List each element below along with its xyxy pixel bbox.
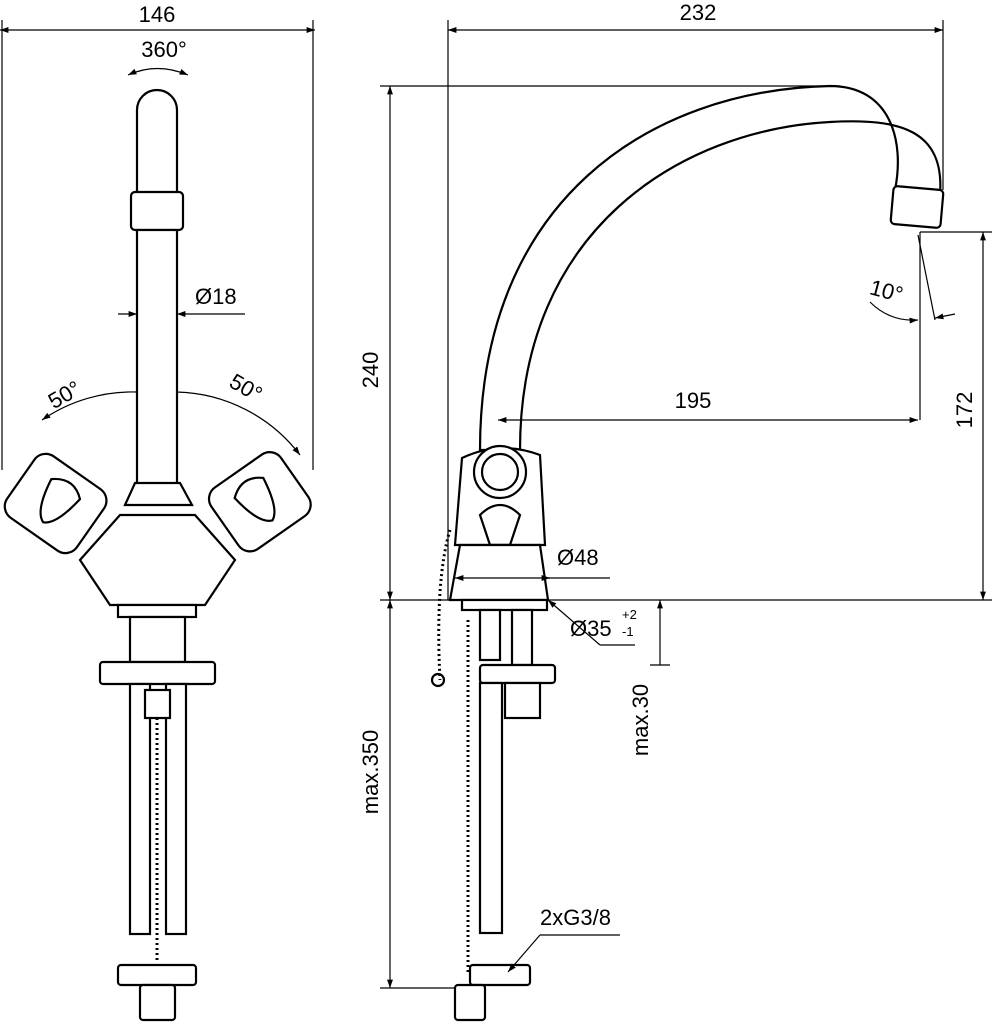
connection-label: 2xG3/8 — [540, 905, 611, 930]
front-body — [78, 513, 237, 607]
rotation-arrow-icon — [127, 67, 189, 76]
spout-ring — [129, 190, 185, 232]
dim-d48: Ø48 — [557, 545, 599, 570]
left-handle — [3, 452, 108, 555]
dim-146: 146 — [139, 2, 176, 27]
hose-left — [128, 682, 152, 936]
dim-10-degrees: 10° — [867, 275, 906, 308]
dim-d35-tol-lower: -1 — [622, 624, 634, 639]
side-hose — [478, 681, 504, 935]
right-handle — [207, 451, 312, 553]
front-view — [0, 20, 315, 1022]
dim-max350: max.350 — [358, 730, 383, 814]
mounting-plate — [98, 660, 217, 686]
dim-360: 360° — [141, 37, 187, 62]
side-view — [380, 20, 992, 1022]
spout-top — [135, 88, 179, 195]
dim-d18: Ø18 — [195, 284, 237, 309]
dim-angle-right: 50° — [225, 369, 266, 407]
dim-240: 240 — [358, 352, 383, 389]
dim-max30: max.30 — [628, 684, 653, 756]
spout-tube — [135, 228, 179, 487]
dim-d35-tol-upper: +2 — [622, 607, 637, 622]
hose-right — [164, 682, 188, 936]
dim-d35: Ø35 — [570, 616, 612, 641]
dim-232: 232 — [680, 0, 717, 25]
dim-172: 172 — [952, 392, 977, 429]
dim-angle-left: 50° — [44, 376, 85, 414]
dim-195: 195 — [675, 388, 712, 413]
